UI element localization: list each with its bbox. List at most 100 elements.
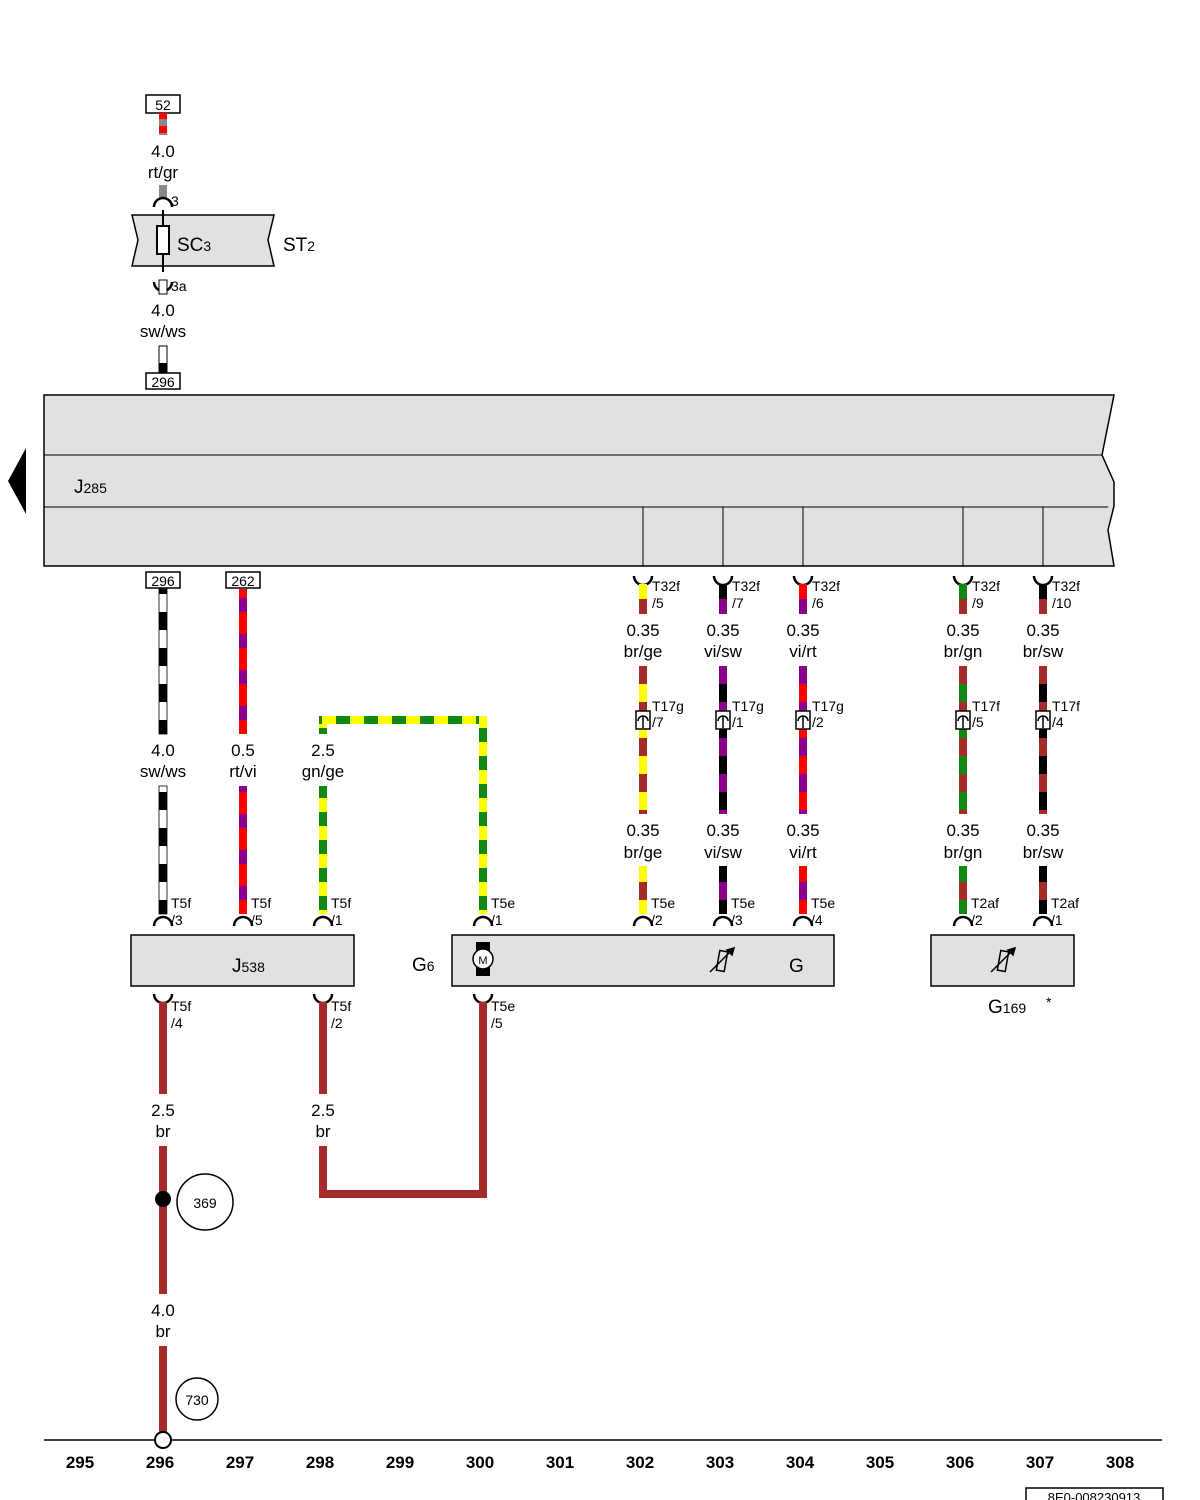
connector-label: T17f [972, 698, 1000, 714]
wire-gn-ge-stub [319, 716, 327, 734]
connector-pin: /2 [971, 912, 983, 928]
wire-color-label: sw/ws [140, 762, 186, 781]
connector-pin: /1 [331, 912, 343, 928]
column-number: 300 [466, 1453, 494, 1472]
connector-pin: /9 [972, 595, 984, 611]
connector-pin: /2 [331, 1015, 343, 1031]
wire-size-label: 4.0 [151, 1301, 175, 1320]
motor-icon [472, 948, 494, 970]
wire-size-label: 2.5 [311, 741, 335, 760]
wire-gn-ge [319, 786, 327, 914]
connector-pin: /4 [171, 1015, 183, 1031]
wire-vi-sw [719, 866, 727, 914]
wire-br [319, 1002, 327, 1094]
wire-color-label: br/ge [624, 843, 663, 862]
terminal-arc [152, 196, 174, 208]
fuse-sc3-symbol [156, 225, 170, 255]
connector-label: T5e [491, 998, 515, 1014]
connector-label: T32f [972, 578, 1000, 594]
wire-vi-rt [799, 666, 807, 814]
connector-label: T5f [331, 895, 351, 911]
wire-color-label: rt/vi [229, 762, 256, 781]
connector-pin: /5 [972, 714, 984, 730]
fuse-sc3-label: SC3 [177, 235, 211, 256]
wire-size-label: 0.35 [786, 621, 819, 640]
connector-label: T32f [652, 578, 680, 594]
wire-color-label: vi/rt [789, 642, 817, 661]
connector-label: T2af [1051, 895, 1079, 911]
connector-label: T2af [971, 895, 999, 911]
wire-gn-ge-horizontal [319, 716, 487, 724]
connector-label: T32f [732, 578, 760, 594]
connector-pin: /3 [731, 912, 743, 928]
wire-stubs-t32f [639, 584, 1047, 614]
j538-label: J538 [232, 956, 265, 977]
connector-label: T5e [651, 895, 675, 911]
wire-vi-rt [799, 866, 807, 914]
connector-pin: /2 [812, 714, 824, 730]
wire-br-sw [1039, 866, 1047, 914]
connector-label: T5e [491, 895, 515, 911]
ref-circle-730 [175, 1377, 219, 1421]
column-number: 295 [66, 1453, 94, 1472]
wire-br-loop-bottom [319, 1190, 487, 1198]
wire-br-loop-right [479, 1002, 487, 1198]
component-j285 [43, 394, 1115, 567]
wire-rt-vi [239, 589, 247, 734]
wire-color-label: sw/ws [140, 322, 186, 341]
connector-label: T17f [1052, 698, 1080, 714]
component-j538 [130, 934, 355, 987]
junction-dot [155, 1191, 171, 1207]
column-number: 308 [1106, 1453, 1134, 1472]
wire-color-label: br/sw [1023, 843, 1064, 862]
ref-262-label: 262 [231, 573, 255, 589]
j285-label: J285 [74, 477, 107, 498]
wire-br [159, 1146, 167, 1294]
wire-size-label: 0.35 [786, 821, 819, 840]
connector-label: T32f [1052, 578, 1080, 594]
connector-label: T5e [731, 895, 755, 911]
wire-color-label: br/sw [1023, 642, 1064, 661]
connector-label: T17g [812, 698, 844, 714]
connector-pin: /5 [251, 912, 263, 928]
wire-size-label: 0.35 [1026, 821, 1059, 840]
component-g6 [451, 934, 835, 987]
wire-size-label: 0.35 [946, 621, 979, 640]
connector-pin: /2 [651, 912, 663, 928]
connector-pin: /6 [812, 595, 824, 611]
column-number: 303 [706, 1453, 734, 1472]
wire-color-label: rt/gr [148, 163, 179, 182]
fuse-holder-st2-label: ST2 [283, 235, 315, 256]
wire-gray-stub [159, 185, 167, 197]
ref-296-label: 296 [151, 573, 175, 589]
motor-symbol: M [478, 955, 487, 967]
column-number: 299 [386, 1453, 414, 1472]
column-number: 297 [226, 1453, 254, 1472]
wire-white-stub [158, 279, 168, 295]
ref-box-262 [225, 571, 261, 589]
sensor-icon [709, 946, 736, 973]
wire-br-loop-left [319, 1146, 327, 1198]
terminal-arcs-lower [152, 993, 494, 1005]
column-number: 298 [306, 1453, 334, 1472]
wire-size-label: 0.35 [706, 621, 739, 640]
ref-box-296 [145, 571, 181, 589]
connector-label: T32f [812, 578, 840, 594]
wire-sw-segment [159, 363, 167, 373]
connector-pin: /4 [1052, 714, 1064, 730]
wire-br-ge [639, 866, 647, 914]
wire-color-label: br [155, 1322, 170, 1341]
inline-connector-arrows [637, 715, 1049, 728]
g6-label: G6 [412, 955, 435, 976]
wire-vi-sw [719, 666, 727, 814]
ref-369-label: 369 [193, 1195, 217, 1211]
sensor-icon [990, 946, 1017, 973]
connector-label: T17g [732, 698, 764, 714]
terminal-arcs-upper [152, 915, 1054, 927]
doc-id-label: 8E0-008230913 [1048, 1490, 1141, 1500]
wire-color-label: vi/sw [704, 843, 743, 862]
connector-pin: /7 [652, 714, 664, 730]
ref-730-label: 730 [185, 1392, 209, 1408]
wire-size-label: 2.5 [311, 1101, 335, 1120]
